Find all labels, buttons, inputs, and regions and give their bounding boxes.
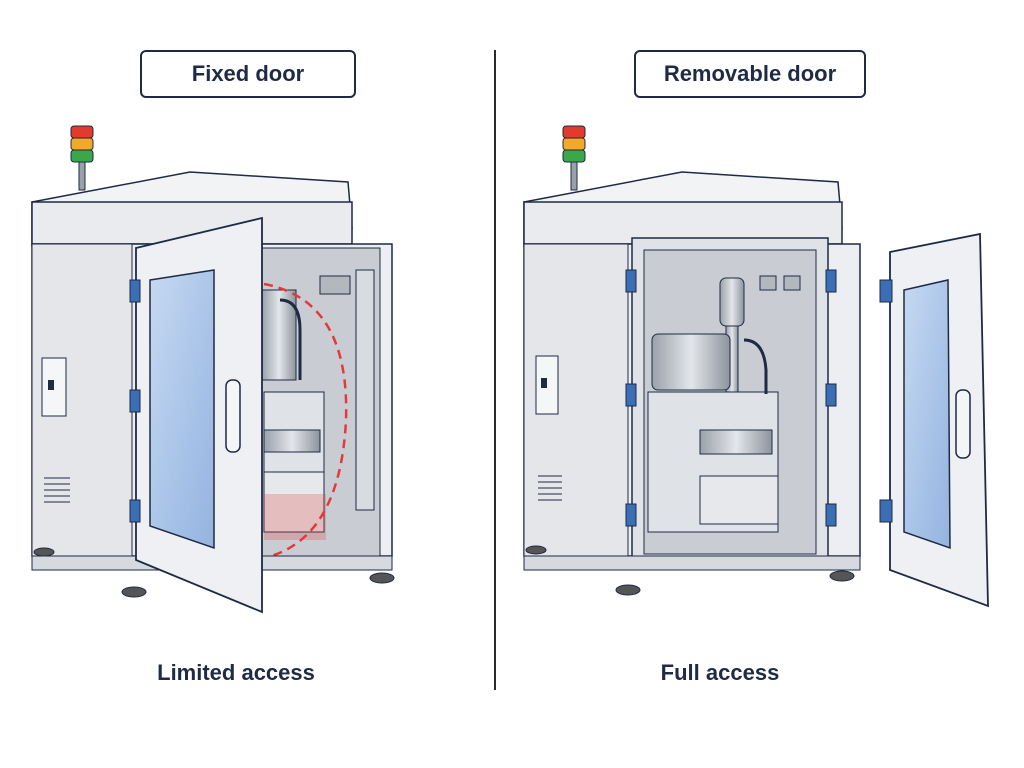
hinge-icon bbox=[625, 269, 837, 527]
signal-tower-icon bbox=[70, 125, 94, 191]
signal-tower-icon bbox=[562, 125, 586, 191]
removable-door-title: Removable door bbox=[634, 50, 866, 98]
fixed-door-cabinet bbox=[31, 125, 395, 614]
removable-door-cabinet bbox=[523, 125, 989, 608]
limited-access-caption: Limited access bbox=[157, 660, 315, 685]
full-access-caption: Full access bbox=[660, 660, 780, 685]
restricted-access-zone bbox=[263, 282, 348, 560]
panel-divider bbox=[494, 50, 496, 690]
hinge-icon bbox=[129, 279, 141, 523]
detached-door bbox=[879, 232, 989, 608]
fixed-door-title: Fixed door bbox=[140, 50, 356, 98]
